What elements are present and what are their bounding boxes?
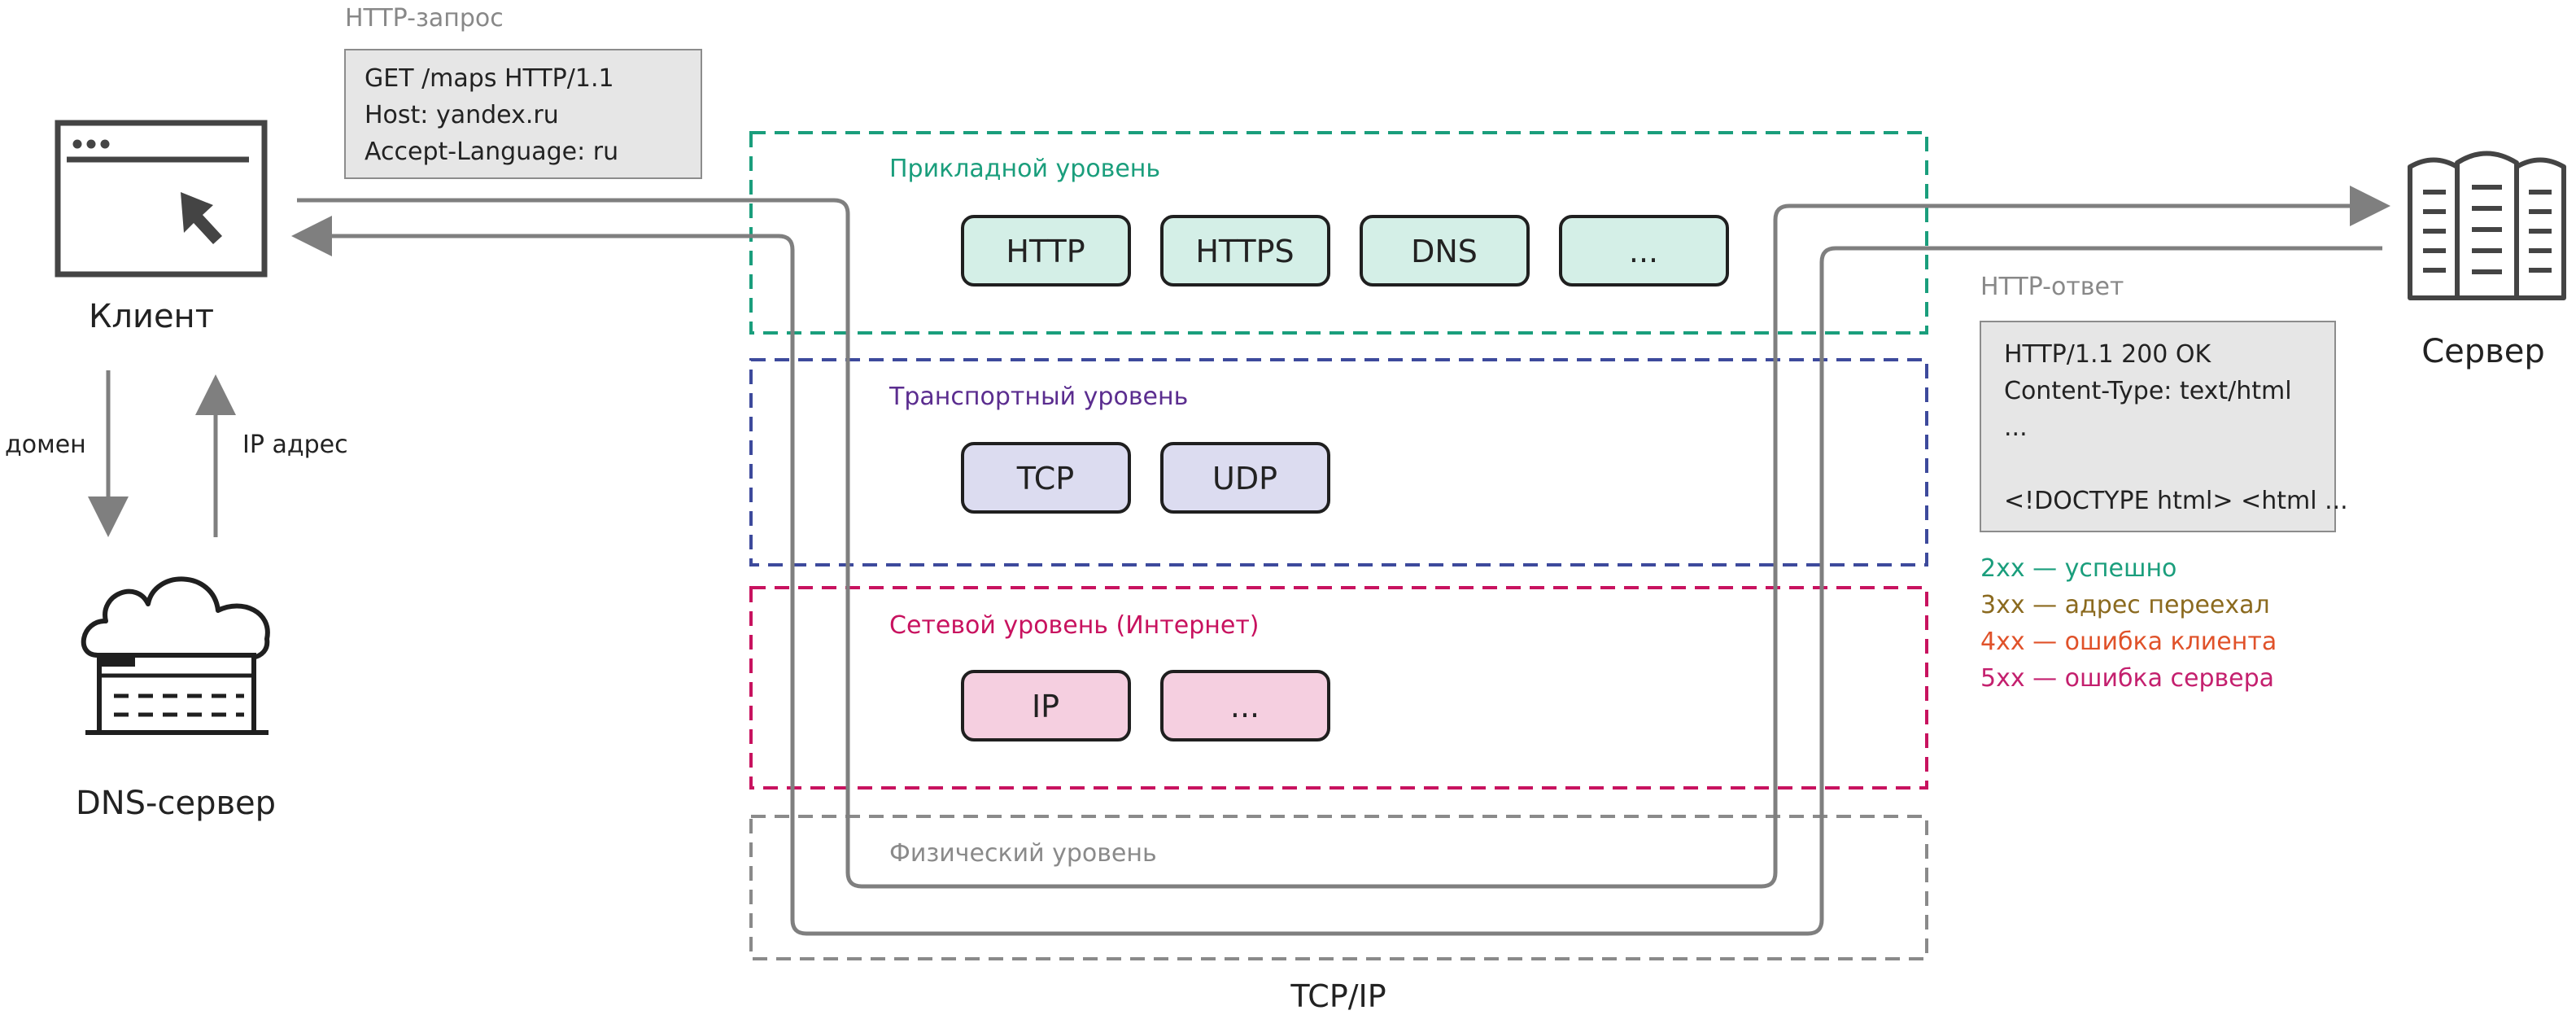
response-box [1980,321,2336,532]
application-layer-frame [749,131,1928,335]
protocol-label: HTTPS [1195,234,1294,269]
protocol-label: HTTP [1006,234,1085,269]
status-code-5xx: 5xx — ошибка сервера [1980,664,2274,693]
protocol-box-more [1160,670,1330,741]
cursor-icon [181,192,222,244]
server-building-icon [2408,151,2566,300]
dns-ip-label: IP адрес [242,431,348,459]
request-line: Accept-Language: ru [365,138,618,166]
transport-protocols: TCP UDP [961,442,1330,514]
request-flow-arrow [297,186,2390,889]
dns-server-label: DNS-сервер [76,785,276,822]
browser-window-icon [55,120,268,278]
stack-label: TCP/IP [1290,978,1386,1014]
request-title: HTTP-запрос [345,4,504,33]
response-line: Content-Type: text/html [2004,377,2292,405]
application-protocols: HTTP HTTPS DNS ... [961,215,1729,287]
protocol-label: ... [1629,234,1658,269]
transport-layer-frame [749,358,1928,566]
client-label: Клиент [89,298,214,335]
protocol-label: TCP [1016,461,1074,497]
application-layer-title: Прикладной уровень [889,155,1160,183]
response-line: HTTP/1.1 200 OK [2004,340,2212,369]
physical-layer-title: Физический уровень [889,839,1157,868]
request-line: Host: yandex.ru [365,101,559,129]
protocol-box-http [961,215,1131,287]
protocol-label: ... [1230,689,1260,724]
status-code-4xx: 4xx — ошибка клиента [1980,628,2277,656]
network-layer-title: Сетевой уровень (Интернет) [889,611,1260,640]
server-label: Сервер [2421,333,2545,370]
request-box [344,49,702,179]
status-code-2xx: 2xx — успешно [1980,554,2177,583]
protocol-label: IP [1032,689,1059,724]
network-protocols: IP ... [961,670,1330,741]
protocol-box-ip [961,670,1131,741]
response-flow-arrow [291,216,2382,936]
status-code-3xx: 3xx — адрес переехал [1980,591,2270,619]
dns-domain-label: домен [5,431,86,459]
status-code-list: 2xx — успешно 3xx — адрес переехал 4xx —… [1980,554,2277,693]
protocol-box-dns [1360,215,1530,287]
protocol-box-udp [1160,442,1330,514]
response-line: <!DOCTYPE html> <html ... [2004,487,2348,515]
protocol-box-more [1559,215,1729,287]
request-line: GET /maps HTTP/1.1 [365,64,614,93]
response-line: ... [2004,413,2028,442]
transport-layer-title: Транспортный уровень [889,383,1188,411]
protocol-label: UDP [1212,461,1277,497]
cloud-server-icon [81,576,270,735]
protocol-box-tcp [961,442,1131,514]
response-title: HTTP-ответ [1980,273,2124,301]
network-layer-frame [749,586,1928,790]
protocol-label: DNS [1411,234,1478,269]
protocol-box-https [1160,215,1330,287]
